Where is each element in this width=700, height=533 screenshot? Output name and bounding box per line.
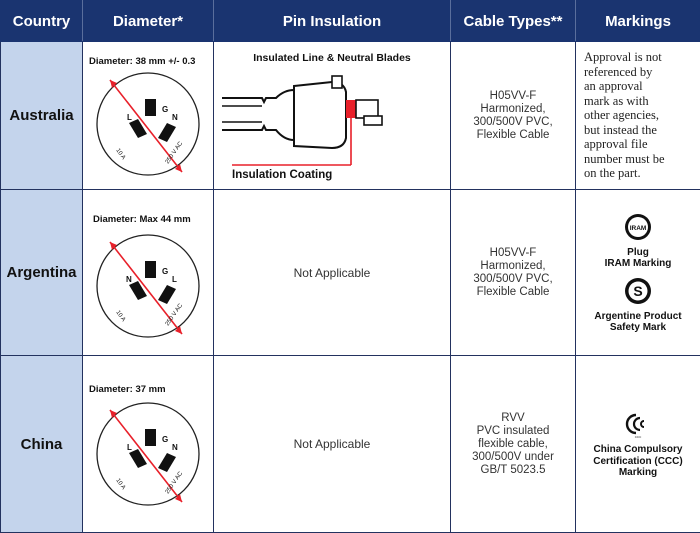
cable-line: Harmonized, — [480, 259, 546, 272]
socket-label-l: L — [172, 275, 177, 284]
cable-line: H05VV-F — [489, 89, 537, 102]
diameter-cell: Diameter: Max 44 mm G N L 10 A 250 V AC — [82, 189, 214, 356]
markings-line: other agencies, — [584, 108, 659, 123]
socket-label-n: N — [172, 113, 178, 122]
cable-line: 300/500V under — [472, 450, 554, 463]
country-cell: China — [0, 355, 83, 533]
safety-mark-logo-icon: S — [625, 277, 651, 304]
cable-line: RVV — [501, 411, 525, 424]
header-markings: Markings — [575, 0, 700, 42]
pin-insulation-cell: Not Applicable — [213, 355, 451, 533]
markings-line: Approval is not — [584, 50, 662, 65]
cable-line: PVC insulated — [476, 424, 550, 437]
mark-title: IRAM Marking — [604, 258, 672, 269]
markings-line: on the part. — [584, 166, 641, 181]
pin-insulation-cell: Insulated Line & Neutral Blades Insulati… — [213, 41, 451, 190]
mark-title: Certification (CCC) — [593, 455, 683, 467]
cable-line: Harmonized, — [480, 102, 546, 115]
header-cable-types: Cable Types** — [450, 0, 576, 42]
socket-diagram-icon: G L N 10 A 250 V AC — [96, 72, 200, 176]
diameter-label: Diameter: 38 mm +/- 0.3 — [89, 56, 196, 67]
header-country: Country — [0, 0, 83, 42]
country-cell: Argentina — [0, 189, 83, 356]
header-diameter: Diameter* — [82, 0, 214, 42]
markings-line: an approval — [584, 79, 643, 94]
socket-label-g: G — [162, 105, 168, 114]
mark-title: Plug — [627, 246, 649, 258]
insulation-coating-label: Insulation Coating — [232, 169, 332, 181]
markings-line: but instead the — [584, 122, 657, 137]
markings-line: referenced by — [584, 64, 653, 79]
markings-line: mark as with — [584, 93, 649, 108]
safety-mark-logo-text: S — [633, 283, 642, 299]
diameter-label: Diameter: 37 mm — [89, 384, 166, 395]
socket-diagram-icon: G L N 10 A 250 V AC — [96, 402, 200, 506]
cable-line: Flexible Cable — [476, 285, 550, 298]
mark-title: Safety Mark — [609, 322, 667, 333]
iram-logo-icon: IRAM — [625, 213, 651, 240]
cable-type-cell: H05VV-F Harmonized, 300/500V PVC, Flexib… — [450, 189, 576, 356]
ccc-logo-icon: CCC — [625, 414, 645, 439]
ccc-logo-text: CCC — [635, 435, 642, 439]
cable-line: 300/500V PVC, — [473, 115, 553, 128]
socket-label-n: N — [126, 275, 132, 284]
cable-line: flexible cable, — [478, 437, 548, 450]
markings-line: approval file — [584, 137, 648, 152]
cable-line: GB/T 5023.5 — [480, 463, 546, 476]
diameter-label: Diameter: Max 44 mm — [93, 214, 191, 225]
socket-label-g: G — [162, 435, 168, 444]
header-pin-insulation: Pin Insulation — [213, 0, 451, 42]
mark-title: China Compulsory — [593, 444, 683, 456]
cable-type-cell: RVV PVC insulated flexible cable, 300/50… — [450, 355, 576, 533]
table-row: Australia Diameter: 38 mm +/- 0.3 G L N … — [0, 41, 700, 190]
cable-type-cell: H05VV-F Harmonized, 300/500V PVC, Flexib… — [450, 41, 576, 190]
socket-label-g: G — [162, 267, 168, 276]
socket-label-l: L — [127, 113, 132, 122]
mark-title: Marking — [618, 467, 658, 479]
insulated-blades-label: Insulated Line & Neutral Blades — [253, 52, 411, 64]
mark-title: Argentine Product — [594, 310, 682, 322]
markings-cell: Approval is not referenced by an approva… — [575, 41, 700, 190]
socket-diagram-icon: G N L 10 A 250 V AC — [96, 234, 200, 338]
table-row: China Diameter: 37 mm G L N 10 A 250 V A… — [0, 355, 700, 533]
socket-label-n: N — [172, 443, 178, 452]
diameter-cell: Diameter: 38 mm +/- 0.3 G L N 10 A 250 V… — [82, 41, 214, 190]
table-row: Argentina Diameter: Max 44 mm G N L 10 A… — [0, 189, 700, 356]
socket-amps-label: 10 A — [114, 478, 126, 491]
cable-line: 300/500V PVC, — [473, 272, 553, 285]
country-cell: Australia — [0, 41, 83, 190]
cable-line: Flexible Cable — [476, 128, 550, 141]
socket-amps-label: 10 A — [114, 148, 126, 161]
markings-cell: IRAM Plug IRAM Marking S Argentine Produ… — [575, 189, 700, 356]
cable-line: H05VV-F — [489, 246, 537, 259]
pin-insulation-cell: Not Applicable — [213, 189, 451, 356]
iram-logo-text: IRAM — [630, 225, 647, 232]
markings-line: number must be — [584, 151, 665, 166]
diameter-cell: Diameter: 37 mm G L N 10 A 250 V AC — [82, 355, 214, 533]
markings-cell: CCC China Compulsory Certification (CCC)… — [575, 355, 700, 533]
socket-label-l: L — [127, 443, 132, 452]
socket-amps-label: 10 A — [114, 310, 126, 323]
plug-insulation-diagram-icon: Insulated Line & Neutral Blades Insulati… — [222, 52, 411, 181]
